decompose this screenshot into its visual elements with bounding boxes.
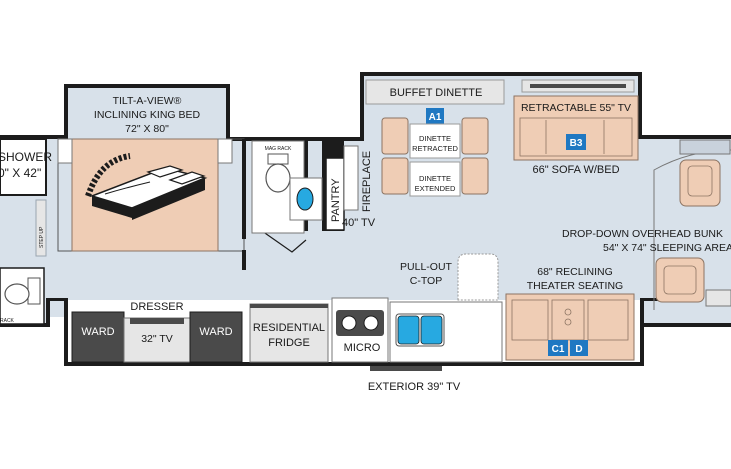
retractable-tv-label: RETRACTABLE 55" TV — [521, 102, 631, 114]
sofa-label: 66" SOFA W/BED — [532, 164, 619, 176]
toilet-left: RACK — [0, 267, 45, 325]
cooktop-microwave: MICRO — [331, 297, 389, 363]
badge-a1: A1 — [426, 108, 444, 124]
ward-left-label: WARD — [81, 326, 114, 338]
bunk-label-line2: 54" X 74" SLEEPING AREA — [603, 242, 731, 254]
kitchen-sink — [389, 301, 503, 363]
theater-label-line2: THEATER SEATING — [527, 280, 623, 292]
shower-label: SHOWER — [0, 150, 52, 164]
bed-size-label: 72" X 80" — [125, 123, 169, 135]
bath-sink — [289, 177, 323, 221]
fireplace: FIREPLACE — [343, 145, 373, 212]
dresser-label: DRESSER — [130, 301, 183, 313]
badge-d-text: D — [575, 344, 582, 355]
dinette-extended-line1: DINETTE — [419, 174, 451, 183]
fridge-label-line2: FRIDGE — [268, 337, 310, 349]
retractable-tv — [521, 79, 635, 93]
dresser: 32" TV — [123, 317, 191, 363]
fridge-label-line1: RESIDENTIAL — [253, 322, 325, 334]
pantry-label: PANTRY — [330, 178, 342, 222]
ward-right: WARD — [189, 311, 243, 363]
residential-fridge: RESIDENTIAL FRIDGE — [249, 303, 329, 363]
step-up-label: STEP UP — [39, 226, 45, 248]
front-cab — [653, 139, 731, 310]
buffet-dinette-label: BUFFET DINETTE — [390, 87, 483, 99]
exterior-tv: EXTERIOR 39" TV — [368, 366, 461, 393]
bunk-label-line1: DROP-DOWN OVERHEAD BUNK — [562, 228, 723, 240]
pullout-label-line1: PULL-OUT — [400, 261, 453, 273]
tv-40-label: 40" TV — [342, 217, 376, 229]
badge-d: D — [570, 340, 588, 356]
micro-label: MICRO — [344, 342, 381, 354]
badge-b3: B3 — [566, 134, 586, 150]
bed-title-line1: TILT-A-VIEW® — [113, 95, 182, 107]
tv-32-label: 32" TV — [141, 333, 173, 345]
bed-icon — [85, 153, 208, 220]
dinette-extended-line2: EXTENDED — [415, 184, 456, 193]
dinette-seats: DINETTE RETRACTED DINETTE EXTENDED — [381, 117, 489, 197]
ward-left: WARD — [71, 311, 125, 363]
mag-rack-label: MAG RACK — [265, 146, 292, 152]
exterior-tv-label: EXTERIOR 39" TV — [368, 381, 461, 393]
pantry: PANTRY — [325, 157, 345, 231]
bath-door-swing — [261, 230, 307, 253]
rack-label-left: RACK — [0, 318, 15, 324]
badge-a1-text: A1 — [429, 112, 442, 123]
shower-size-label: 0" X 42" — [0, 166, 41, 180]
bed-title: TILT-A-VIEW® INCLINING KING BED 72" X 80… — [94, 95, 201, 135]
badge-c1-text: C1 — [552, 344, 565, 355]
bed-title-line2: INCLINING KING BED — [94, 109, 201, 121]
badge-c1: C1 — [548, 340, 568, 356]
ward-right-label: WARD — [199, 326, 232, 338]
badge-b3-text: B3 — [570, 138, 583, 149]
dinette-retracted-line2: RETRACTED — [412, 144, 458, 153]
king-bed — [57, 138, 245, 252]
pullout-ctop: PULL-OUT C-TOP — [400, 253, 499, 301]
buffet-dinette: BUFFET DINETTE — [365, 79, 505, 105]
step-up: STEP UP — [35, 199, 47, 257]
theater-seating — [505, 293, 635, 361]
fireplace-label: FIREPLACE — [361, 151, 373, 212]
exterior-walls — [0, 72, 731, 366]
pullout-label-line2: C-TOP — [410, 275, 442, 287]
dinette-retracted-line1: DINETTE — [419, 134, 451, 143]
theater-label-line1: 68" RECLINING — [537, 266, 613, 278]
shower-area: SHOWER 0" X 42" — [0, 138, 52, 196]
